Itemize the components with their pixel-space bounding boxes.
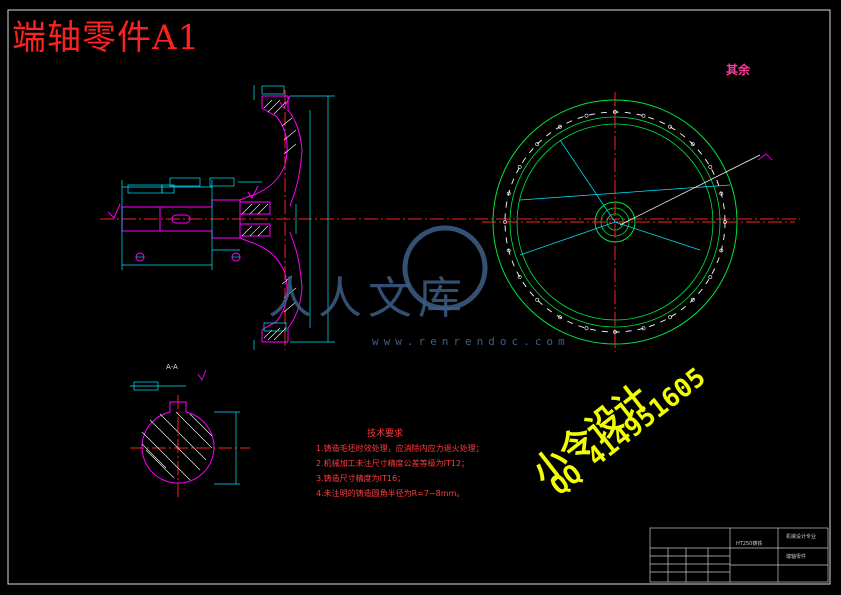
tech-requirement-item: 3.铸造尺寸精度为IT16； <box>316 474 406 483</box>
bolt-hole <box>641 113 646 118</box>
bolt-hole <box>719 248 724 253</box>
tech-requirement-item: 4.未注明的铸造圆角半径为R=7~8mm。 <box>316 489 465 498</box>
bolt-hole <box>613 330 617 334</box>
bolt-hole <box>584 326 589 331</box>
bolt-hole <box>558 315 562 320</box>
bolt-hole <box>535 297 540 302</box>
title-block-org: 机械设计专业 <box>786 534 817 540</box>
bolt-hole <box>668 124 672 129</box>
bolt-hole <box>690 142 695 147</box>
bolt-hole <box>503 220 507 224</box>
roughness-note: 其余 <box>726 63 751 77</box>
bolt-hole <box>690 297 695 302</box>
side-view-disc <box>482 92 795 352</box>
bolt-hole <box>506 191 511 196</box>
disc-profile-upper <box>239 96 288 201</box>
bolt-hole <box>719 191 724 196</box>
tech-requirements-heading: 技术要求 <box>367 429 404 439</box>
drawing-title: 端轴零件A1 <box>12 18 201 58</box>
title-block-drawing-name: 端轴零件 <box>786 554 807 560</box>
title-block-material: HT250铸铁 <box>736 541 763 547</box>
bolt-hole <box>613 110 617 114</box>
watermark-site: www.renrendoc.com <box>372 335 570 348</box>
keyed-shaft-section <box>141 401 215 484</box>
hub-hatch-lower <box>239 223 271 237</box>
tech-requirement-item: 2.机械加工未注尺寸精度公差等级为IT12； <box>316 459 470 468</box>
drawing-frame <box>7 9 831 585</box>
bolt-hole <box>723 220 727 224</box>
bolt-hole <box>584 113 589 118</box>
bolt-hole <box>708 275 713 279</box>
hub-hatch-upper <box>239 201 271 215</box>
section-label: A-A <box>166 363 178 371</box>
disc-profile-lower <box>239 237 288 342</box>
bolt-hole <box>535 142 540 147</box>
bolt-hole <box>668 315 672 320</box>
bolt-hole <box>708 165 713 169</box>
watermark-text: 人人文库 <box>268 273 468 324</box>
bolt-hole <box>506 248 511 253</box>
watermark-logo <box>402 225 488 311</box>
tech-requirement-item: 1.铸造毛坯时效处理，应消除内应力退火处理； <box>316 444 484 453</box>
section-a-a <box>130 369 250 500</box>
title-block <box>649 527 829 583</box>
bolt-hole <box>558 124 562 129</box>
bolt-hole <box>517 165 522 169</box>
section-view <box>100 85 800 350</box>
bolt-hole <box>641 326 646 331</box>
bolt-hole <box>517 275 522 279</box>
